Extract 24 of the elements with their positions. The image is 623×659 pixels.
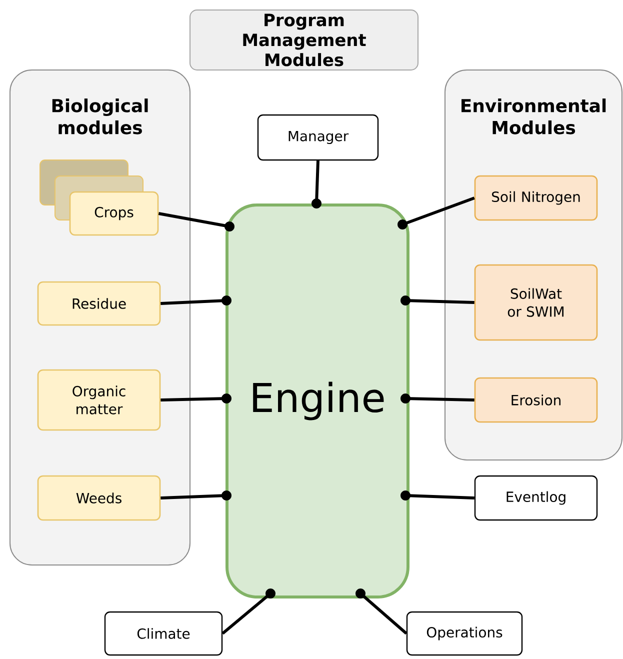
connector-line bbox=[160, 394, 232, 404]
connector-line bbox=[400, 394, 474, 404]
connector-line bbox=[160, 490, 232, 500]
engine-box: Engine bbox=[226, 204, 410, 598]
title-box: Program Management Modules bbox=[190, 10, 418, 70]
connector-line bbox=[356, 588, 408, 635]
module-box: Weeds bbox=[37, 475, 161, 521]
connector-line bbox=[312, 160, 322, 208]
module-box: Soil Nitrogen bbox=[474, 175, 598, 221]
module-box: Operations bbox=[406, 611, 523, 656]
module-box: SoilWat or SWIM bbox=[474, 264, 598, 341]
module-box: Crops bbox=[69, 191, 159, 236]
connector-line bbox=[222, 588, 276, 635]
module-box: Organic matter bbox=[37, 369, 161, 431]
module-box: Manager bbox=[257, 114, 379, 161]
connector-line bbox=[160, 296, 232, 306]
module-box: Residue bbox=[37, 281, 161, 326]
connector-line bbox=[158, 212, 234, 232]
module-box: Eventlog bbox=[474, 475, 598, 521]
connector-line bbox=[400, 296, 474, 306]
module-box: Erosion bbox=[474, 377, 598, 423]
module-box: Climate bbox=[104, 611, 223, 656]
connector-line bbox=[400, 490, 474, 500]
connector-line bbox=[398, 196, 475, 230]
